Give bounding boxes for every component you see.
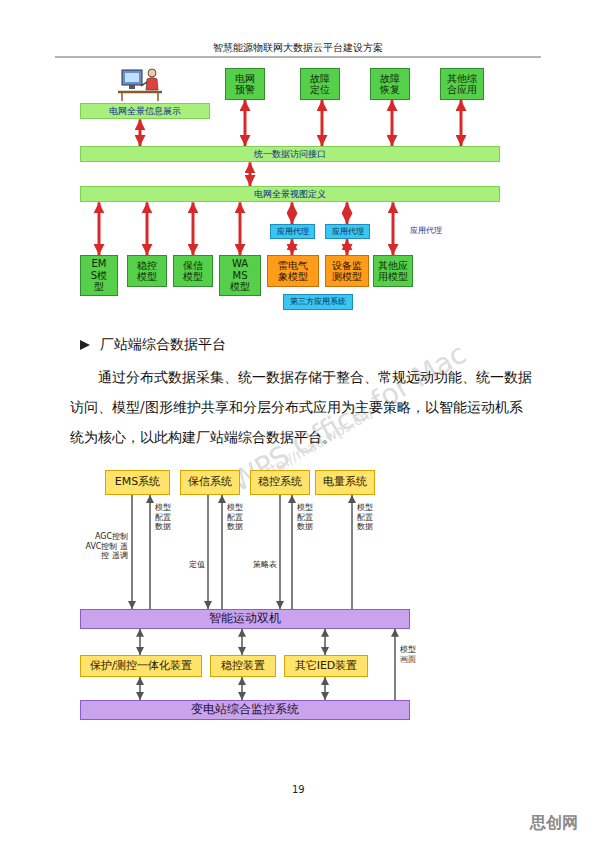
node-text: 故障定位 [310, 73, 330, 96]
connector-arrow [244, 100, 247, 146]
header-rule [55, 57, 541, 58]
connector-arrow [321, 100, 324, 146]
agent-box: 应用代理 [325, 224, 370, 239]
node-text: 电网全景信息展示 [109, 106, 181, 116]
connector-arrow [346, 239, 349, 255]
connector-arrow [139, 119, 142, 146]
node-text: 电网预警 [235, 73, 255, 96]
node-text: 电网全景视图定义 [254, 189, 326, 199]
node-text: 故障恢复 [380, 73, 400, 96]
third-party-box: 第三方应用系统 [283, 294, 353, 310]
node-text: 应用代理 [332, 227, 364, 236]
connector-arrow [241, 677, 243, 700]
connector-arrow [324, 677, 326, 700]
system-box: 电量系统 [315, 470, 375, 495]
model-box: 雷电气象模型 [267, 255, 319, 287]
body-paragraph: 通过分布式数据采集、统一数据存储于整合、常规远动功能、统一数据访问、模型/图形维… [70, 362, 536, 452]
agent-label: 应用代理 [410, 226, 442, 236]
node-text: 保信系统 [188, 476, 232, 489]
node-text: 稳控模型 [137, 260, 157, 283]
page-number: 19 [292, 784, 305, 796]
edge-label: 模型 配置 数据 [227, 503, 245, 532]
node-text: 保护/测控一体化装置 [90, 660, 193, 673]
connector-arrow [98, 202, 101, 255]
system-box: 稳控系统 [250, 470, 310, 495]
application-box: 电网预警 [225, 68, 265, 100]
device-box: 保护/测控一体化装置 [80, 655, 202, 677]
connector-arrow [391, 100, 394, 146]
connector-arrow [139, 677, 141, 700]
node-text: 变电站综合监控系统 [191, 703, 299, 717]
edge-label: 模型 画面 [400, 645, 418, 664]
system-box: 保信系统 [180, 470, 240, 495]
node-text: 稳控装置 [221, 660, 265, 673]
bullet-arrow [80, 340, 90, 350]
application-box: 故障恢复 [370, 68, 410, 100]
model-box: 设备监测模型 [325, 255, 369, 287]
node-text: 保信模型 [183, 260, 203, 283]
connector-arrow [192, 202, 195, 255]
section-heading: 厂站端综合数据平台 [100, 336, 226, 353]
connector-arrow [346, 202, 349, 224]
node-text: EMS模型 [89, 258, 109, 293]
connector-arrow [139, 629, 141, 655]
node-text: 设备监测模型 [332, 260, 362, 283]
model-box: WAMS模型 [219, 255, 261, 296]
page-header: 智慧能源物联网大数据云平台建设方案 [0, 41, 596, 55]
node-text: 电量系统 [323, 476, 367, 489]
connector-arrow [207, 495, 209, 609]
edge-label: AGC控制 AVC控制 遥控 遥调 [84, 532, 128, 561]
node-text: WAMS模型 [230, 258, 250, 293]
connector-arrow [149, 495, 151, 609]
application-box: 故障定位 [300, 68, 340, 100]
model-box: 其他应用模型 [373, 255, 413, 287]
connector-arrow [279, 495, 281, 609]
layer-band: 统一数据访问接口 [80, 146, 500, 162]
connector-arrow [324, 629, 326, 655]
model-box: 稳控模型 [127, 255, 167, 287]
agent-box: 应用代理 [270, 224, 315, 239]
connector-arrow [351, 495, 353, 609]
device-box: 稳控装置 [210, 655, 276, 677]
edge-label: 策略表 [250, 560, 277, 570]
connector-arrow [392, 202, 395, 255]
connector-arrow [249, 162, 252, 186]
connector-arrow [241, 629, 243, 655]
node-text: 第三方应用系统 [290, 297, 346, 306]
model-box: EMS模型 [80, 255, 118, 296]
platform-band: 智能运动双机 [80, 609, 410, 629]
node-text: EMS系统 [115, 476, 160, 489]
node-text: 统一数据访问接口 [254, 149, 326, 159]
edge-label: 定值 [186, 560, 205, 570]
operator-icon [118, 69, 162, 101]
connector-arrow [291, 202, 294, 224]
layer-band: 电网全景视图定义 [80, 186, 500, 202]
edge-label: 模型 配置 数据 [357, 503, 375, 532]
system-box: EMS系统 [105, 470, 170, 495]
connector-arrow [146, 202, 149, 255]
connector-arrow [460, 100, 463, 146]
application-box: 其他综合应用 [440, 68, 484, 100]
connector-arrow [291, 495, 293, 609]
connector-arrow [131, 495, 133, 609]
layer-band: 电网全景信息展示 [80, 103, 210, 119]
device-box: 其它IED装置 [284, 655, 368, 677]
node-text: 雷电气象模型 [278, 260, 308, 283]
node-text: 智能运动双机 [209, 612, 281, 626]
site-logo: 思创网 [530, 813, 578, 832]
node-text: 稳控系统 [258, 476, 302, 489]
node-text: 其他应用模型 [378, 260, 408, 283]
edge-label: 模型 配置 数据 [155, 503, 173, 532]
model-box: 保信模型 [173, 255, 213, 287]
edge-label: 模型 配置 数据 [297, 503, 315, 532]
connector-arrow [291, 239, 294, 255]
node-text: 应用代理 [277, 227, 309, 236]
node-text: 其他综合应用 [447, 73, 477, 96]
connector-arrow [239, 202, 242, 255]
platform-band: 变电站综合监控系统 [80, 700, 410, 720]
node-text: 其它IED装置 [295, 660, 358, 673]
connector-arrow [221, 495, 223, 609]
connector-arrow [394, 629, 396, 700]
